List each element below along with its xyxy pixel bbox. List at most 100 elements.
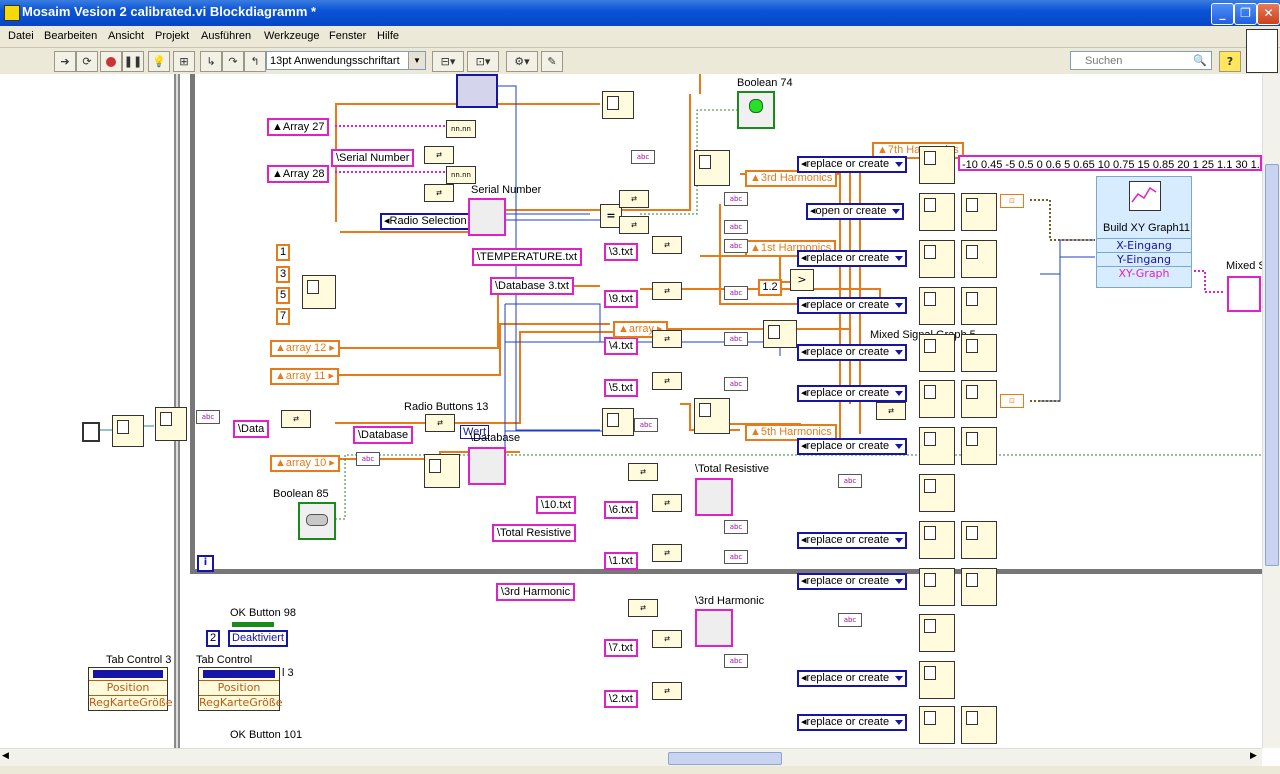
array27-indicator[interactable]: ▲Array 27 [267,118,330,136]
database-indicator[interactable] [468,447,506,485]
build-array-node[interactable] [302,275,336,309]
menu-projekt[interactable]: Projekt [155,30,190,42]
open-file-node[interactable] [919,146,955,184]
maximize-button[interactable]: ❐ [1234,3,1257,25]
four-txt-string[interactable]: \4.txt [604,337,638,355]
subvi-node[interactable] [155,407,187,441]
deaktiviert-constant[interactable]: Deaktiviert [228,630,288,647]
string-constant[interactable]: abc [356,452,380,466]
menu-ausfuehren[interactable]: Ausführen [201,30,252,42]
vertical-scrollbar[interactable] [1262,74,1280,748]
close-file-node[interactable] [961,427,997,465]
numeric-constant[interactable]: 1 [276,244,290,261]
xy-graph-output[interactable]: XY-Graph [1097,266,1191,281]
menu-datei[interactable]: Datei [8,30,34,42]
vi-connector-icon[interactable] [1246,29,1278,73]
convert-node[interactable]: ⇄ [652,282,682,300]
convert-node[interactable]: ⇄ [619,216,649,234]
menu-werkzeuge[interactable]: Werkzeuge [264,30,320,42]
build-xy-graph-node[interactable]: Build XY Graph11 X-Eingang Y-Eingang XY-… [1096,176,1192,288]
close-file-node[interactable] [961,568,997,606]
array-constant[interactable]: ⊡ [1000,394,1024,408]
open-file-node[interactable] [919,568,955,606]
array28-indicator[interactable]: ▲Array 28 [267,165,330,183]
regkarte-property[interactable]: RegKarteGröße [89,695,173,709]
convert-node[interactable]: ⇄ [425,414,455,432]
serial-number-indicator[interactable] [468,198,506,236]
close-file-node[interactable] [961,380,997,418]
subvi-node[interactable] [112,415,144,447]
convert-node[interactable]: ⇄ [652,630,682,648]
boolean85-control[interactable] [298,502,336,540]
seven-txt-string[interactable]: \7.txt [604,639,638,657]
xy-data-array[interactable]: -10 0.45 -5 0.5 0 0.6 5 0.65 10 0.75 15 … [958,155,1262,171]
menu-ansicht[interactable]: Ansicht [108,30,145,42]
open-file-node[interactable] [919,380,955,418]
string-constant[interactable]: abc [631,150,655,164]
close-file-node[interactable] [961,240,997,278]
convert-node[interactable]: ⇄ [652,494,682,512]
file-operation-enum[interactable]: ◂replace or create [797,438,908,455]
open-file-node[interactable] [919,193,955,231]
run-continuous-icon[interactable]: ⟳ [76,51,98,72]
ten-txt-string[interactable]: \10.txt [536,496,576,514]
file-operation-enum[interactable]: ◂replace or create [797,670,908,687]
serial-number-string[interactable]: \Serial Number [331,149,415,167]
third-harmonics-label[interactable]: ▲3rd Harmonics [745,170,838,187]
run-arrow-icon[interactable]: ➔ [54,51,76,72]
string-constant[interactable]: abc [724,220,748,234]
convert-node[interactable]: ⇄ [628,599,658,617]
string-constant[interactable]: abc [724,239,748,253]
folder-node[interactable] [694,398,730,434]
font-select[interactable]: 13pt Anwendungsschriftart ▼ [266,51,426,70]
tab-control3-property-node[interactable]: Position RegKarteGröße [88,667,173,711]
open-file-node[interactable] [919,706,955,744]
align-icon[interactable]: ⊟▾ [432,51,464,72]
reorder-icon[interactable]: ⚙▾ [506,51,538,72]
file-path-icon[interactable] [82,422,100,442]
convert-node[interactable]: ⇄ [424,184,454,202]
numeric-constant[interactable]: 3 [276,266,290,283]
one-txt-string[interactable]: \1.txt [604,552,638,570]
y-input-terminal[interactable]: Y-Eingang [1097,252,1191,267]
nine-txt-string[interactable]: \9.txt [604,290,638,308]
string-constant[interactable]: abc [838,613,862,627]
close-file-node[interactable] [961,287,997,325]
close-file-node[interactable] [961,706,997,744]
string-constant[interactable]: abc [724,286,748,300]
temperature-string[interactable]: \TEMPERATURE.txt [472,248,583,266]
vertical-scroll-thumb[interactable] [1265,164,1279,566]
mixed-signal-graph-icon[interactable] [1227,276,1261,312]
abort-icon[interactable] [100,51,122,72]
close-file-node[interactable] [961,193,997,231]
fifth-harmonics-label[interactable]: ▲5th Harmonics [745,424,837,441]
file-operation-enum[interactable]: ◂replace or create [797,297,908,314]
file-operation-enum[interactable]: ◂replace or create [797,156,908,173]
open-file-node[interactable] [919,287,955,325]
radio-selection-terminal[interactable]: ◂Radio Selection [380,213,471,230]
array-function-node[interactable] [763,320,797,348]
six-txt-string[interactable]: \6.txt [604,501,638,519]
convert-node[interactable]: ⇄ [652,544,682,562]
database3-string[interactable]: \Database 3.txt [490,277,574,295]
array-function-node[interactable] [602,91,634,119]
numeric-constant-2[interactable]: 2 [206,630,220,647]
three-txt-string[interactable]: \3.txt [604,243,638,261]
two-txt-string[interactable]: \2.txt [604,690,638,708]
horizontal-scroll-thumb[interactable] [668,752,782,765]
string-constant[interactable]: abc [634,418,658,432]
x-input-terminal[interactable]: X-Eingang [1097,238,1191,253]
close-file-node[interactable] [961,521,997,559]
database-string[interactable]: \Database [353,426,414,444]
convert-node[interactable]: ⇄ [652,236,682,254]
open-file-node[interactable] [919,427,955,465]
numeric-constant[interactable]: 7 [276,308,290,325]
greater-function[interactable]: > [790,269,814,291]
open-file-node[interactable] [919,661,955,699]
string-constant[interactable]: abc [724,520,748,534]
total-resistive-string[interactable]: \Total Resistive [492,524,576,542]
open-file-node[interactable] [919,614,955,652]
format-node[interactable]: nn.nn [446,120,476,138]
convert-node[interactable]: ⇄ [652,372,682,390]
control-cluster-icon[interactable] [456,74,498,108]
